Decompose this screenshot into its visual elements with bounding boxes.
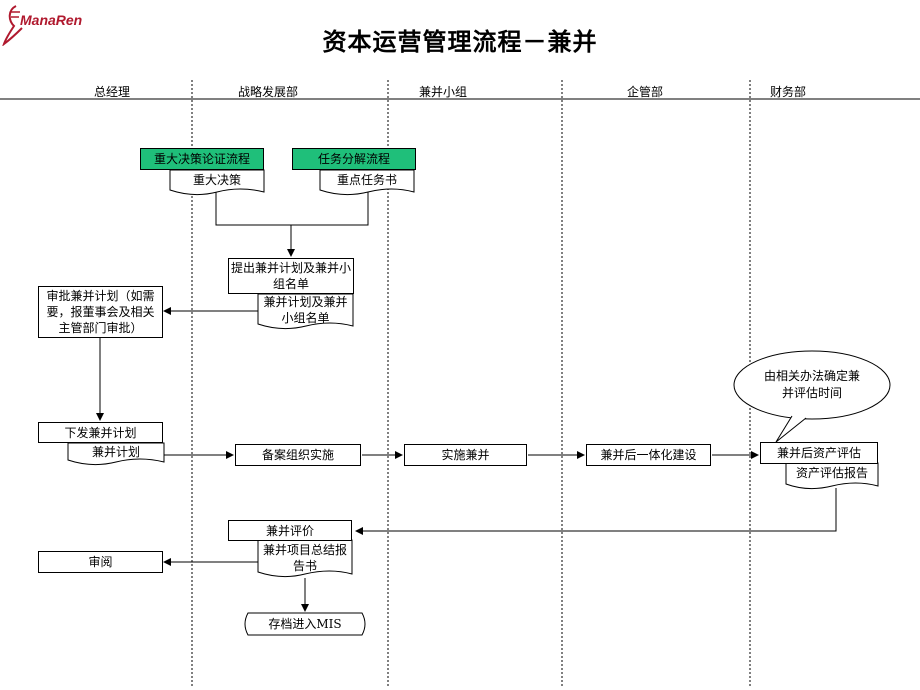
asset-eval-box[interactable]: 兼并后资产评估 xyxy=(760,442,878,464)
doc-shape xyxy=(67,442,165,466)
doc-shape xyxy=(257,293,354,330)
doc-shape xyxy=(257,539,353,578)
lane-merger-team: 兼并小组 xyxy=(418,85,467,99)
implement-box[interactable]: 实施兼并 xyxy=(404,444,527,466)
key-task-doc: 重点任务书 xyxy=(336,173,397,187)
eval-time-note: 由相关办法确定兼并评估时间 xyxy=(763,369,860,400)
archive-mis[interactable]: 存档进入MIS xyxy=(268,617,342,631)
major-decision-flow-box[interactable]: 重大决策论证流程 xyxy=(140,148,264,170)
record-org-box[interactable]: 备案组织实施 xyxy=(235,444,361,466)
note-balloon xyxy=(733,350,891,420)
logo-text: ManaRen xyxy=(20,12,83,28)
merger-eval-box[interactable]: 兼并评价 xyxy=(228,520,352,541)
doc-shape xyxy=(785,462,879,490)
lane-enterprise-mgmt: 企管部 xyxy=(626,85,663,99)
archive-shape xyxy=(244,612,366,636)
lane-strategy-dept: 战略发展部 xyxy=(237,85,298,99)
plan-doc: 兼并计划 xyxy=(91,445,140,459)
asset-report-doc: 资产评估报告 xyxy=(795,466,868,480)
summary-doc: 兼并项目总结报告书 xyxy=(262,543,347,573)
doc-shape xyxy=(169,169,265,196)
major-decision-doc: 重大决策 xyxy=(192,173,241,187)
review-box[interactable]: 审阅 xyxy=(38,551,163,573)
page-title: 资本运营管理流程－兼并 xyxy=(322,28,598,56)
integration-box[interactable]: 兼并后一体化建设 xyxy=(586,444,711,466)
approve-plan-box[interactable]: 审批兼并计划（如需要，报董事会及相关主管部门审批） xyxy=(38,286,163,338)
issue-plan-box[interactable]: 下发兼并计划 xyxy=(38,422,163,443)
lane-finance-dept: 财务部 xyxy=(769,85,806,99)
lane-general-manager: 总经理 xyxy=(93,85,130,99)
task-decompose-flow-box[interactable]: 任务分解流程 xyxy=(292,148,416,170)
doc-shape xyxy=(319,169,415,196)
manaren-logo xyxy=(2,5,23,46)
plan-list-doc: 兼并计划及兼并小组名单 xyxy=(263,295,348,325)
propose-plan-box[interactable]: 提出兼并计划及兼并小组名单 xyxy=(228,258,354,294)
